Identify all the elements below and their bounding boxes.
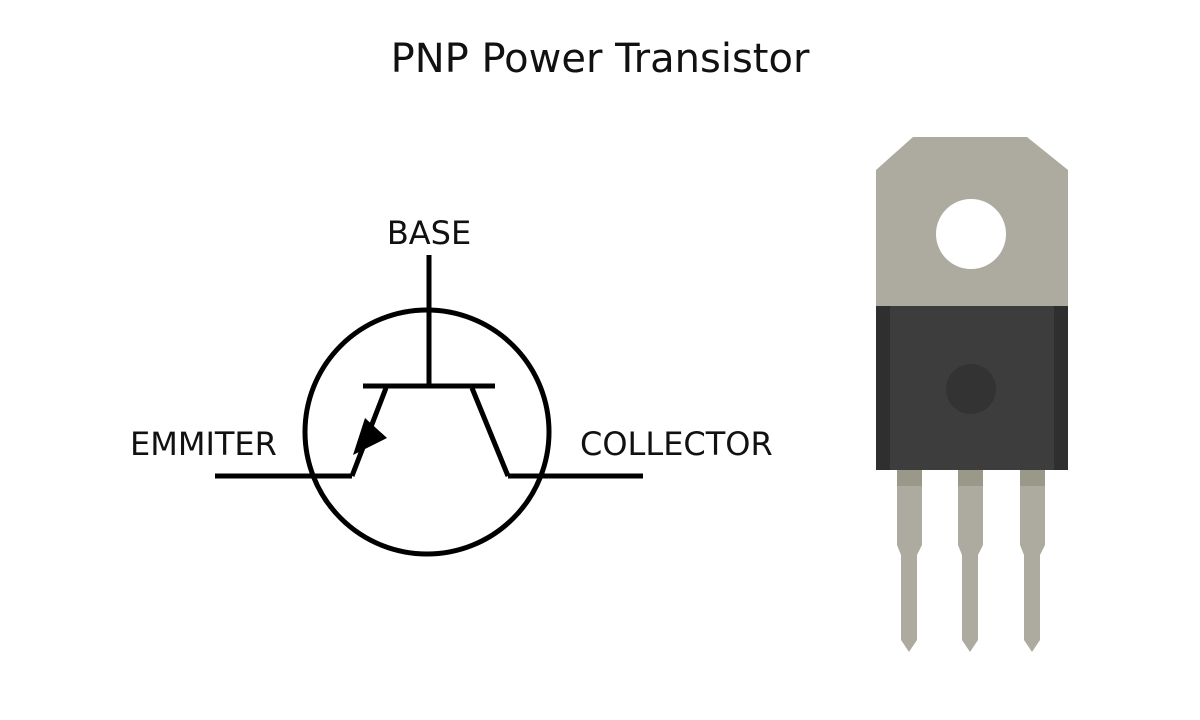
lead-shadows	[897, 470, 1045, 486]
emitter-arrow-icon	[353, 418, 387, 455]
pnp-symbol	[215, 255, 643, 557]
lead-middle	[958, 470, 983, 652]
lead-right	[1020, 470, 1045, 652]
emitter-label: EMMITER	[130, 425, 277, 463]
body-edge-right	[1054, 306, 1068, 470]
collector-label: COLLECTOR	[580, 425, 773, 463]
base-label: BASE	[387, 214, 471, 252]
mounting-hole	[936, 199, 1006, 269]
body-edge-left	[876, 306, 890, 470]
collector-diagonal	[469, 387, 511, 477]
body-dimple	[946, 364, 996, 414]
page-title: PNP Power Transistor	[390, 36, 810, 82]
to220-package	[876, 137, 1068, 652]
package-leads	[897, 470, 1045, 652]
lead-left	[897, 470, 922, 652]
